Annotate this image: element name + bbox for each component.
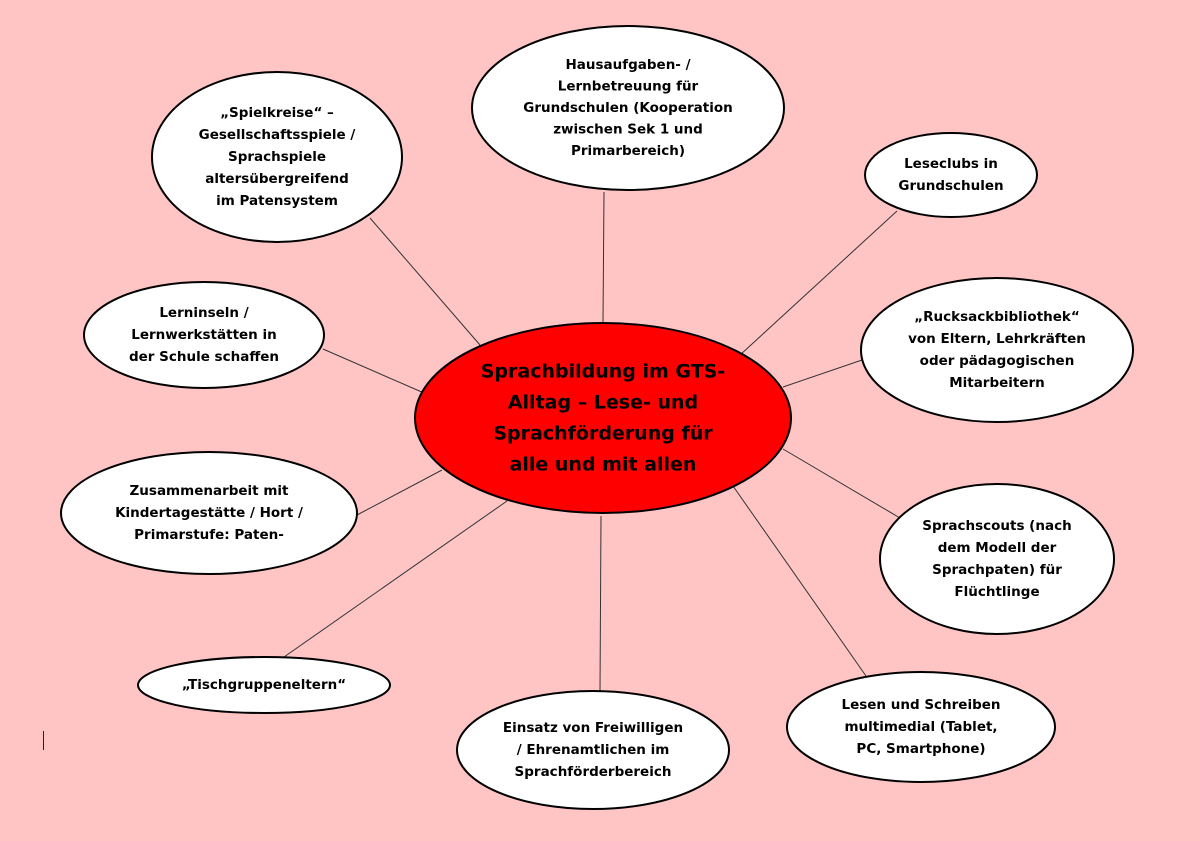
node-hausaufgaben-line-2: Lernbetreuung für xyxy=(558,79,699,95)
connector-einsatz-freiwillige xyxy=(599,515,602,693)
node-zusammenarbeit-line-3: Primarstufe: Paten- xyxy=(134,527,284,543)
node-rucksackbibliothek-line-1: „Rucksackbibliothek“ xyxy=(914,309,1080,325)
node-spielkreise-line-4: altersübergreifend xyxy=(205,171,349,187)
node-tischgruppeneltern-line-1: „Tischgruppeneltern“ xyxy=(182,677,346,693)
node-lesen-schreiben: Lesen und Schreiben multimedial (Tablet, P… xyxy=(786,671,1056,783)
connector-zusammenarbeit xyxy=(356,469,443,516)
node-lesen-schreiben-line-2: multimedial (Tablet, xyxy=(844,719,997,735)
central-topic-line-4: alle und mit allen xyxy=(510,454,697,476)
node-hausaufgaben-ellipse xyxy=(471,25,785,191)
node-sprachscouts-line-4: Flüchtlinge xyxy=(954,584,1039,600)
node-lerninseln: Lerninseln / Lernwerkstätten in der Schule… xyxy=(83,281,325,389)
node-rucksackbibliothek-ellipse xyxy=(860,277,1134,423)
connector-sprachscouts xyxy=(782,448,901,519)
connector-lesen-schreiben xyxy=(732,485,867,677)
central-topic-line-2: Alltag – Lese- und xyxy=(508,392,698,414)
node-leseclubs-ellipse xyxy=(864,132,1038,218)
node-rucksackbibliothek-line-3: oder pädagogischen xyxy=(920,353,1075,369)
node-rucksackbibliothek-line-2: von Eltern, Lehrkräften xyxy=(908,331,1086,347)
node-lerninseln-line-2: Lernwerkstätten in xyxy=(131,327,277,343)
node-einsatz-freiwillige-line-3: Sprachförderbereich xyxy=(515,764,672,780)
node-sprachscouts-line-3: Sprachpaten) für xyxy=(932,562,1062,578)
node-hausaufgaben-line-5: Primarbereich) xyxy=(571,143,685,159)
node-sprachscouts-ellipse xyxy=(879,483,1115,635)
node-rucksackbibliothek: „Rucksackbibliothek“ von Eltern, Lehrkräf… xyxy=(860,277,1134,423)
node-zusammenarbeit-line-2: Kindertagestätte / Hort / xyxy=(115,505,303,521)
node-tischgruppeneltern: „Tischgruppeneltern“ xyxy=(137,656,391,714)
node-leseclubs: Leseclubs in Grundschulen xyxy=(864,132,1038,218)
node-spielkreise-ellipse xyxy=(151,71,403,243)
central-topic-ellipse xyxy=(414,322,792,514)
node-lerninseln-ellipse xyxy=(83,281,325,389)
node-tischgruppeneltern-ellipse xyxy=(137,656,391,714)
node-lerninseln-line-1: Lerninseln / xyxy=(159,305,248,321)
connector-lerninseln xyxy=(322,348,425,394)
node-spielkreise-line-5: im Patensystem xyxy=(216,193,338,209)
central-topic: Sprachbildung im GTS- Alltag – Lese- undS… xyxy=(414,322,792,514)
node-hausaufgaben-line-4: zwischen Sek 1 und xyxy=(553,122,703,138)
connector-hausaufgaben xyxy=(602,191,605,324)
node-einsatz-freiwillige: Einsatz von Freiwilligen / Ehrenamtlichen… xyxy=(456,690,730,810)
node-lesen-schreiben-line-3: PC, Smartphone) xyxy=(856,741,985,757)
connector-leseclubs xyxy=(739,210,898,356)
node-einsatz-freiwillige-line-2: / Ehrenamtlichen im xyxy=(517,742,670,758)
node-spielkreise-line-1: „Spielkreise“ – xyxy=(220,105,334,121)
connector-tischgruppeneltern xyxy=(283,500,508,658)
node-lesen-schreiben-ellipse xyxy=(786,671,1056,783)
node-hausaufgaben: Hausaufgaben- / Lernbetreuung fürGrundsch… xyxy=(471,25,785,191)
node-zusammenarbeit-ellipse xyxy=(60,451,358,575)
topic-nodes: Hausaufgaben- / Lernbetreuung fürGrundsch… xyxy=(60,25,1134,810)
node-leseclubs-line-1: Leseclubs in xyxy=(904,156,998,172)
node-einsatz-freiwillige-line-1: Einsatz von Freiwilligen xyxy=(503,720,683,736)
connector-rucksackbibliothek xyxy=(782,359,863,388)
node-hausaufgaben-line-3: Grundschulen (Kooperation xyxy=(523,100,732,116)
node-zusammenarbeit-line-1: Zusammenarbeit mit xyxy=(130,483,290,499)
node-spielkreise-line-3: Sprachspiele xyxy=(228,149,326,165)
connector-lines xyxy=(283,191,901,693)
node-lerninseln-line-3: der Schule schaffen xyxy=(129,349,279,365)
node-sprachscouts-line-1: Sprachscouts (nach xyxy=(922,518,1071,534)
node-spielkreise: „Spielkreise“ – Gesellschaftsspiele / Spra… xyxy=(151,71,403,243)
node-einsatz-freiwillige-ellipse xyxy=(456,690,730,810)
node-rucksackbibliothek-line-4: Mitarbeitern xyxy=(949,375,1045,391)
node-leseclubs-line-2: Grundschulen xyxy=(898,178,1003,194)
node-hausaufgaben-line-1: Hausaufgaben- / xyxy=(565,57,690,73)
central-topic-line-3: Sprachförderung für xyxy=(493,423,713,445)
node-sprachscouts-line-2: dem Modell der xyxy=(938,540,1057,556)
connector-spielkreise xyxy=(369,217,481,346)
node-sprachscouts: Sprachscouts (nach dem Modell derSprachpa… xyxy=(879,483,1115,635)
node-spielkreise-line-2: Gesellschaftsspiele / xyxy=(199,127,356,143)
node-lesen-schreiben-line-1: Lesen und Schreiben xyxy=(841,697,1000,713)
text-cursor xyxy=(43,731,44,750)
central-topic-line-1: Sprachbildung im GTS- xyxy=(481,361,725,383)
